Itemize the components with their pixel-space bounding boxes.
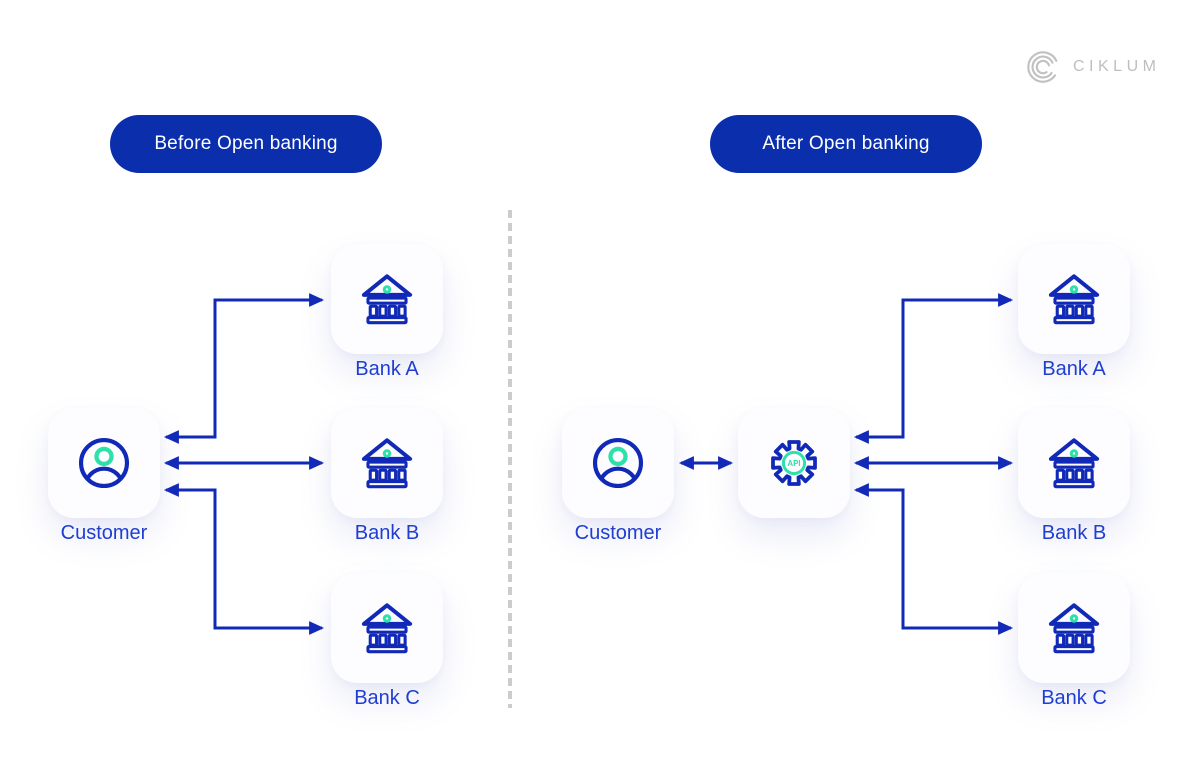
api-label: API xyxy=(787,459,800,468)
bank-icon xyxy=(1048,603,1100,654)
after-customer-label: Customer xyxy=(574,522,662,544)
after-customer-card xyxy=(562,408,674,518)
after-bank-b-card xyxy=(1018,408,1130,518)
before-customer-label: Customer xyxy=(60,522,148,544)
bank-icon xyxy=(1048,274,1100,325)
api-gear-icon: API xyxy=(771,440,817,486)
before-customer-bank-c-connector xyxy=(163,483,325,635)
ciklum-logo: CIKLUM xyxy=(1026,50,1160,84)
bank-icon xyxy=(361,274,413,325)
user-icon xyxy=(74,433,134,493)
after-api-bank-c-connector xyxy=(853,483,1014,635)
section-divider xyxy=(508,210,512,708)
before-badge-label: Before Open banking xyxy=(154,133,338,154)
ciklum-logo-text: CIKLUM xyxy=(1073,58,1161,75)
user-icon xyxy=(588,433,648,493)
after-bank-a-label: Bank A xyxy=(1042,358,1106,380)
after-bank-b-label: Bank B xyxy=(1041,522,1107,544)
before-bank-b-label: Bank B xyxy=(354,522,420,544)
before-bank-b-card xyxy=(331,408,443,518)
before-customer-card xyxy=(48,408,160,518)
after-open-banking-badge: After Open banking xyxy=(710,115,982,173)
bank-icon xyxy=(361,438,413,489)
after-bank-c-label: Bank C xyxy=(1041,687,1107,709)
bank-icon xyxy=(1048,438,1100,489)
after-bank-c-card xyxy=(1018,573,1130,683)
before-bank-c-card xyxy=(331,573,443,683)
ciklum-logo-icon xyxy=(1027,51,1058,83)
before-bank-c-label: Bank C xyxy=(354,687,420,709)
before-bank-a-card xyxy=(331,244,443,354)
bank-icon xyxy=(361,603,413,654)
after-api-card: API xyxy=(738,408,850,518)
after-bank-a-card xyxy=(1018,244,1130,354)
after-badge-label: After Open banking xyxy=(762,133,930,154)
before-open-banking-badge: Before Open banking xyxy=(110,115,382,173)
before-bank-a-label: Bank A xyxy=(355,358,419,380)
